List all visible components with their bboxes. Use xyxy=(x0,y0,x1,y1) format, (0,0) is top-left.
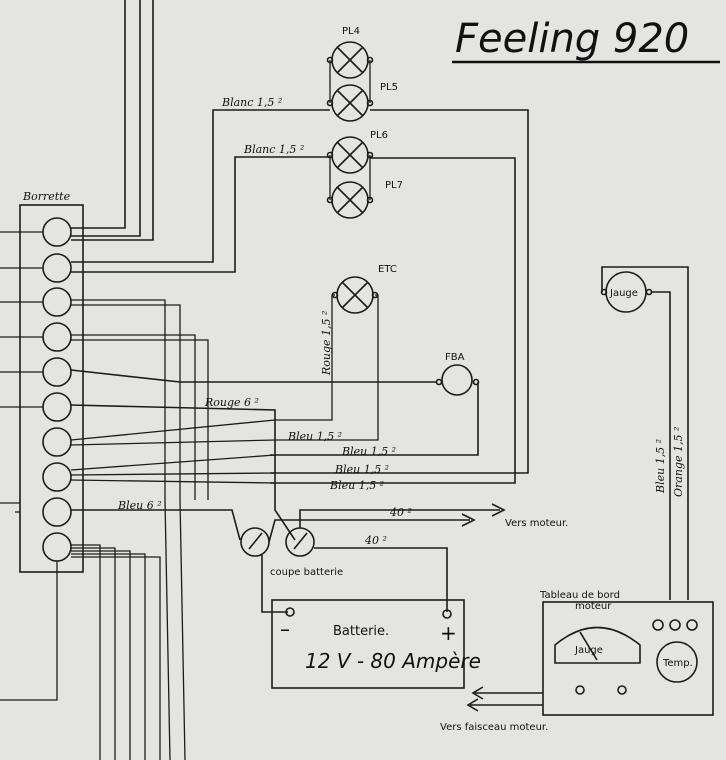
wire-vers-moteur xyxy=(299,509,500,528)
wire-bleu6-label: Bleu 6 ² xyxy=(117,499,162,512)
switch-1 xyxy=(575,685,585,695)
borrette-label: Borrette xyxy=(22,190,71,203)
wire-40a-label: 40 ² xyxy=(389,506,412,519)
lamp-etc xyxy=(331,276,379,314)
wire-rouge6 xyxy=(70,404,296,541)
wire-blanc-2-label: Blanc 1,5 ² xyxy=(243,143,304,156)
wire-bleu-vertical-label: Bleu 1,5 ² xyxy=(654,439,667,494)
lamp-etc-label: ETC xyxy=(378,264,397,275)
lamp-pl4 xyxy=(326,41,374,79)
bottom-bundle xyxy=(0,499,186,760)
terminal-2 xyxy=(42,253,72,283)
arrow-vers-moteur-head xyxy=(461,513,476,527)
device-fba-label: FBA xyxy=(445,352,465,363)
terminal-5 xyxy=(42,357,72,387)
terminal-block xyxy=(19,204,84,573)
indicator-3 xyxy=(686,619,698,631)
wire-blanc-1-label: Blanc 1,5 ² xyxy=(221,96,282,109)
lamp-pl6 xyxy=(326,136,374,174)
battery-name: Batterie. xyxy=(333,624,389,639)
battery-spec: 12 V - 80 Ampère xyxy=(305,649,481,673)
wire-pl6-return xyxy=(270,157,516,484)
wire-rouge15-label: Rouge 1,5 ² xyxy=(320,311,333,376)
wire-orange-vertical-label: Orange 1,5 ² xyxy=(672,427,685,497)
vertical-wires xyxy=(71,299,209,500)
wire-bleu-d-label: Bleu 1,5 ² xyxy=(329,479,384,492)
device-fba xyxy=(435,364,480,396)
wire-bleu6 xyxy=(71,509,241,541)
tableau-line2: moteur xyxy=(575,601,612,612)
wire-fba-left xyxy=(70,369,437,383)
lamp-pl5-label: PL5 xyxy=(380,82,398,93)
temp-label: Temp. xyxy=(662,658,693,669)
gauge-needle xyxy=(579,631,598,661)
wire-bleu-c-label: Bleu 1,5 ² xyxy=(334,463,389,476)
wire-jauge-right xyxy=(651,291,671,600)
indicator-1 xyxy=(652,619,664,631)
gauge-dial xyxy=(554,626,641,664)
coupe-batterie-label: coupe batterie xyxy=(270,567,343,578)
battery-minus-terminal xyxy=(285,607,295,617)
wire-fba-right xyxy=(270,382,479,456)
battery-plus-terminal xyxy=(442,609,452,619)
terminal-4 xyxy=(42,322,72,352)
wire-blanc-1 xyxy=(71,109,330,263)
left-wires xyxy=(0,231,43,504)
coupe-batterie-switches xyxy=(240,527,315,557)
terminal-screws xyxy=(42,217,72,562)
lamp-pl6-label: PL6 xyxy=(370,130,388,141)
lamp-pl7-label: PL7 xyxy=(385,180,403,191)
arrow-faisceau-2 xyxy=(466,698,543,712)
wire-bleu-a-label: Bleu 1,5 ² xyxy=(287,430,342,443)
temp-gauge xyxy=(656,641,698,683)
terminal-7 xyxy=(42,427,72,457)
terminal-6 xyxy=(42,392,72,422)
tableau-box xyxy=(542,601,714,716)
terminal-1 xyxy=(42,217,72,247)
bleu-bundle xyxy=(70,419,276,484)
lamp-pl7 xyxy=(326,181,374,219)
jauge-sender-label: Jauge xyxy=(609,288,638,299)
wire-40-a xyxy=(268,519,470,543)
wire-blanc-2 xyxy=(71,156,330,273)
wire-40b-label: 40 ² xyxy=(364,534,387,547)
wire-pl5-return xyxy=(270,109,529,474)
wire-bleu-b-label: Bleu 1,5 ² xyxy=(341,445,396,458)
arrow-faisceau-1 xyxy=(471,686,543,700)
wire-minus xyxy=(261,555,288,613)
vers-moteur-label: Vers moteur. xyxy=(505,518,568,529)
terminal-3 xyxy=(42,287,72,317)
upper-wires xyxy=(71,0,154,241)
lamp-pl5 xyxy=(326,84,374,122)
battery-plus-label: + xyxy=(440,621,457,645)
terminal-10 xyxy=(42,532,72,562)
gauge-label: Jauge xyxy=(574,645,603,656)
vers-faisceau-label: Vers faisceau moteur. xyxy=(440,722,548,733)
indicator-2 xyxy=(669,619,681,631)
battery-box xyxy=(271,599,465,689)
terminal-8 xyxy=(42,462,72,492)
lamp-pl4-label: PL4 xyxy=(342,26,360,37)
tableau-line1: Tableau de bord xyxy=(539,590,620,601)
wire-rouge6-label: Rouge 6 ² xyxy=(204,396,259,409)
wire-40-b xyxy=(314,547,448,612)
wire-etc-return xyxy=(275,294,379,441)
wire-jauge-left xyxy=(601,266,689,600)
diagram-title: Feeling 920 xyxy=(455,16,689,62)
terminal-9 xyxy=(42,497,72,527)
arrow-vers-moteur-2 xyxy=(491,503,506,517)
wire-etc-rouge xyxy=(275,294,335,421)
switch-2 xyxy=(617,685,627,695)
battery-minus-label: – xyxy=(280,617,290,641)
